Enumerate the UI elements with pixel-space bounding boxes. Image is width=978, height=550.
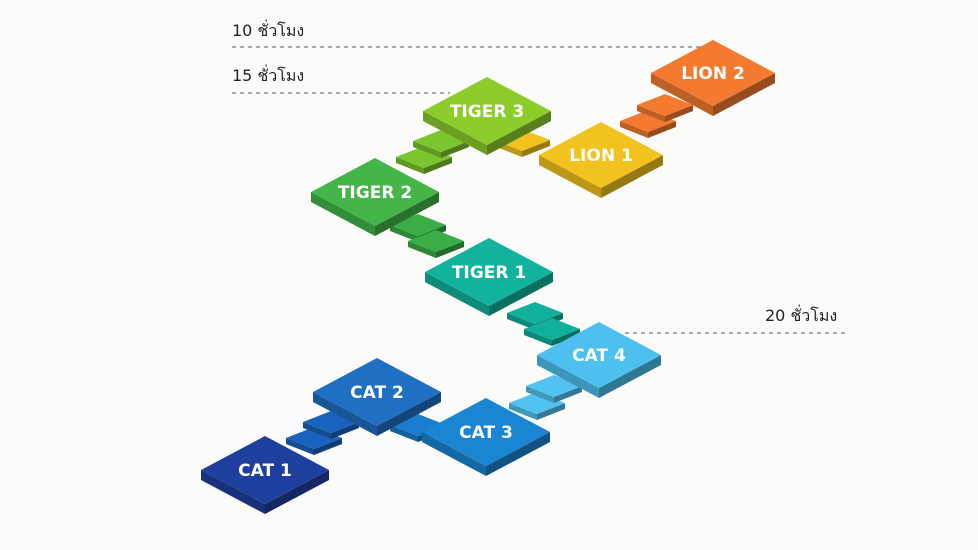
step-cat3_cat4-1-side-right — [537, 403, 565, 420]
level-label-tiger2: TIGER 2 — [338, 183, 412, 203]
level-block-lion2-side-right — [713, 73, 775, 116]
level-block-tiger3: TIGER 3 — [423, 77, 551, 155]
level-block-cat3-top — [422, 398, 550, 466]
step-cat4_tiger1-2-top — [524, 318, 580, 340]
level-block-cat4-side-left — [537, 355, 599, 398]
hour-marker-10: 10 ชั่วโมง — [232, 19, 304, 40]
level-block-tiger1-side-left — [425, 272, 489, 316]
level-block-cat4: CAT 4 — [537, 322, 661, 398]
level-block-lion1-side-left — [539, 155, 601, 198]
level-label-tiger3: TIGER 3 — [450, 102, 524, 122]
step-lion1_lion2-1-side-right — [648, 121, 676, 138]
level-block-lion2-top — [651, 40, 775, 106]
level-block-cat1-top — [201, 436, 329, 504]
level-label-cat2: CAT 2 — [350, 383, 404, 403]
step-lion1_lion2-1-side-left — [620, 121, 648, 138]
level-block-tiger1-top — [425, 238, 553, 306]
level-block-cat1-side-left — [201, 470, 265, 514]
level-block-cat3: CAT 3 — [422, 398, 550, 476]
step-cat3_cat4-2-side-left — [526, 386, 554, 403]
level-block-cat2-side-left — [313, 392, 377, 436]
step-lion1_lion2-2-side-left — [637, 105, 665, 122]
step-cat1_cat2-1-side-left — [286, 438, 314, 455]
level-label-tiger1: TIGER 1 — [452, 263, 526, 283]
step-tiger2_tiger3-2-side-left — [413, 141, 441, 158]
step-lion1_lion2-2-side-right — [665, 105, 693, 122]
level-block-lion2: LION 2 — [651, 40, 775, 116]
step-tiger1_tiger2-1-side-left — [390, 225, 418, 242]
step-lion1_lion2-2 — [637, 94, 693, 122]
hour-marker-20: 20 ชั่วโมง — [765, 304, 837, 325]
level-label-lion2: LION 2 — [681, 64, 745, 84]
level-block-cat3-side-right — [486, 432, 550, 476]
step-cat4_tiger1-2-side-left — [524, 329, 552, 346]
step-cat3_cat4-1-side-left — [509, 403, 537, 420]
step-tiger2_tiger3-1-side-left — [396, 157, 424, 174]
step-cat4_tiger1-1-side-left — [507, 313, 535, 330]
level-block-cat4-top — [537, 322, 661, 388]
level-block-cat1-side-right — [265, 470, 329, 514]
step-cat1_cat2-2-side-left — [303, 422, 331, 439]
hour-marker-15: 15 ชั่วโมง — [232, 64, 304, 85]
connector-steps — [286, 94, 693, 455]
level-block-cat2-top — [313, 358, 441, 426]
step-tiger1_tiger2-2-top — [408, 230, 464, 252]
step-tiger1_tiger2-2 — [408, 230, 464, 258]
step-cat4_tiger1-2 — [524, 318, 580, 346]
level-block-tiger3-side-left — [423, 111, 487, 155]
level-block-lion1-side-right — [601, 155, 663, 198]
level-block-cat2: CAT 2 — [313, 358, 441, 436]
step-tiger1_tiger2-2-side-right — [436, 241, 464, 258]
step-tiger3_lion1-1-side-right — [522, 140, 550, 157]
step-tiger2_tiger3-2-side-right — [441, 141, 469, 158]
step-cat2_cat3-1-side-left — [390, 425, 418, 442]
level-block-tiger3-top — [423, 77, 551, 145]
step-cat4_tiger1-2-side-right — [552, 329, 580, 346]
level-label-cat3: CAT 3 — [459, 423, 513, 443]
level-label-cat1: CAT 1 — [238, 461, 292, 481]
level-block-tiger3-side-right — [487, 111, 551, 155]
level-block-tiger2-side-right — [375, 192, 439, 236]
level-block-tiger2-side-left — [311, 192, 375, 236]
level-block-tiger2: TIGER 2 — [311, 158, 439, 236]
level-label-cat4: CAT 4 — [572, 346, 626, 366]
level-blocks: TIGER 3 LION 2 LION 1 TIGER 2 TIGER 1 CAT 4 CA… — [201, 40, 775, 514]
step-cat3_cat4-2-side-right — [554, 386, 582, 403]
level-block-cat3-side-left — [422, 432, 486, 476]
step-cat1_cat2-2-side-right — [331, 422, 359, 439]
level-block-cat4-side-right — [599, 355, 661, 398]
level-block-tiger2-top — [311, 158, 439, 226]
step-lion1_lion2-2-top — [637, 94, 693, 116]
level-block-lion1: LION 1 — [539, 122, 663, 198]
step-cat1_cat2-1-side-right — [314, 438, 342, 455]
level-label-lion1: LION 1 — [569, 146, 633, 166]
step-tiger2_tiger3-1-side-right — [424, 157, 452, 174]
level-block-lion1-top — [539, 122, 663, 188]
level-block-cat2-side-right — [377, 392, 441, 436]
level-block-cat1: CAT 1 — [201, 436, 329, 514]
step-tiger1_tiger2-2-side-left — [408, 241, 436, 258]
level-block-tiger1-side-right — [489, 272, 553, 316]
level-block-tiger1: TIGER 1 — [425, 238, 553, 316]
level-block-lion2-side-left — [651, 73, 713, 116]
step-cat4_tiger1-1-top — [507, 302, 563, 324]
